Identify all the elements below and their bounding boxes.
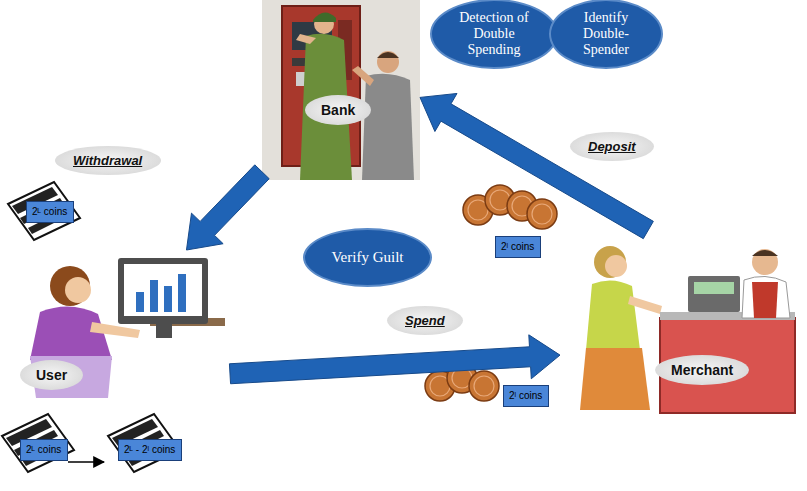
- coin-count: 2ᴸ - 2ˡ coins: [118, 439, 182, 461]
- leader-arrow: [68, 461, 104, 463]
- step-label: Withdrawal: [55, 146, 161, 175]
- coin-count: 2ˡ coins: [503, 385, 549, 407]
- step-label: Deposit: [570, 132, 654, 161]
- node-text: Deposit: [588, 139, 636, 154]
- node-text: Verify Guilt: [331, 249, 404, 266]
- process-ellipse: Detection of Double Spending: [430, 0, 558, 69]
- step-label: Spend: [387, 306, 463, 335]
- node-text: Detection of Double Spending: [448, 10, 540, 58]
- merchant-picture: [580, 246, 795, 413]
- process-ellipse: Verify Guilt: [303, 228, 432, 287]
- bank-picture: [262, 0, 420, 180]
- party-label: User: [20, 360, 83, 390]
- bank-party: Bank: [262, 0, 420, 180]
- node-text: Withdrawal: [73, 153, 143, 168]
- node-text: Identify Double-Spender: [567, 10, 645, 58]
- party-label: Bank: [305, 95, 371, 125]
- coins: [463, 185, 557, 229]
- wallet-icon: [2, 414, 74, 472]
- flow-arrow: [420, 93, 653, 238]
- node-text: 2ˡ coins: [509, 390, 543, 402]
- process-ellipse: Identify Double-Spender: [549, 0, 663, 69]
- flow-arrow: [186, 165, 269, 250]
- coin-count: 2ᴸ coins: [26, 201, 74, 223]
- flow-arrow: [229, 335, 560, 384]
- party-label: Merchant: [655, 355, 749, 385]
- user-party: User: [0, 250, 230, 398]
- wallet-icon: [8, 182, 80, 240]
- node-text: Spend: [405, 313, 445, 328]
- coin-count: 2ᴸ coins: [20, 439, 68, 461]
- merchant-party: Merchant: [560, 230, 800, 420]
- node-text: 2ᴸ coins: [26, 444, 62, 456]
- node-text: 2ˡ coins: [501, 241, 535, 253]
- node-text: 2ᴸ - 2ˡ coins: [124, 444, 176, 456]
- coin-count: 2ˡ coins: [495, 236, 541, 258]
- node-text: 2ᴸ coins: [32, 206, 68, 218]
